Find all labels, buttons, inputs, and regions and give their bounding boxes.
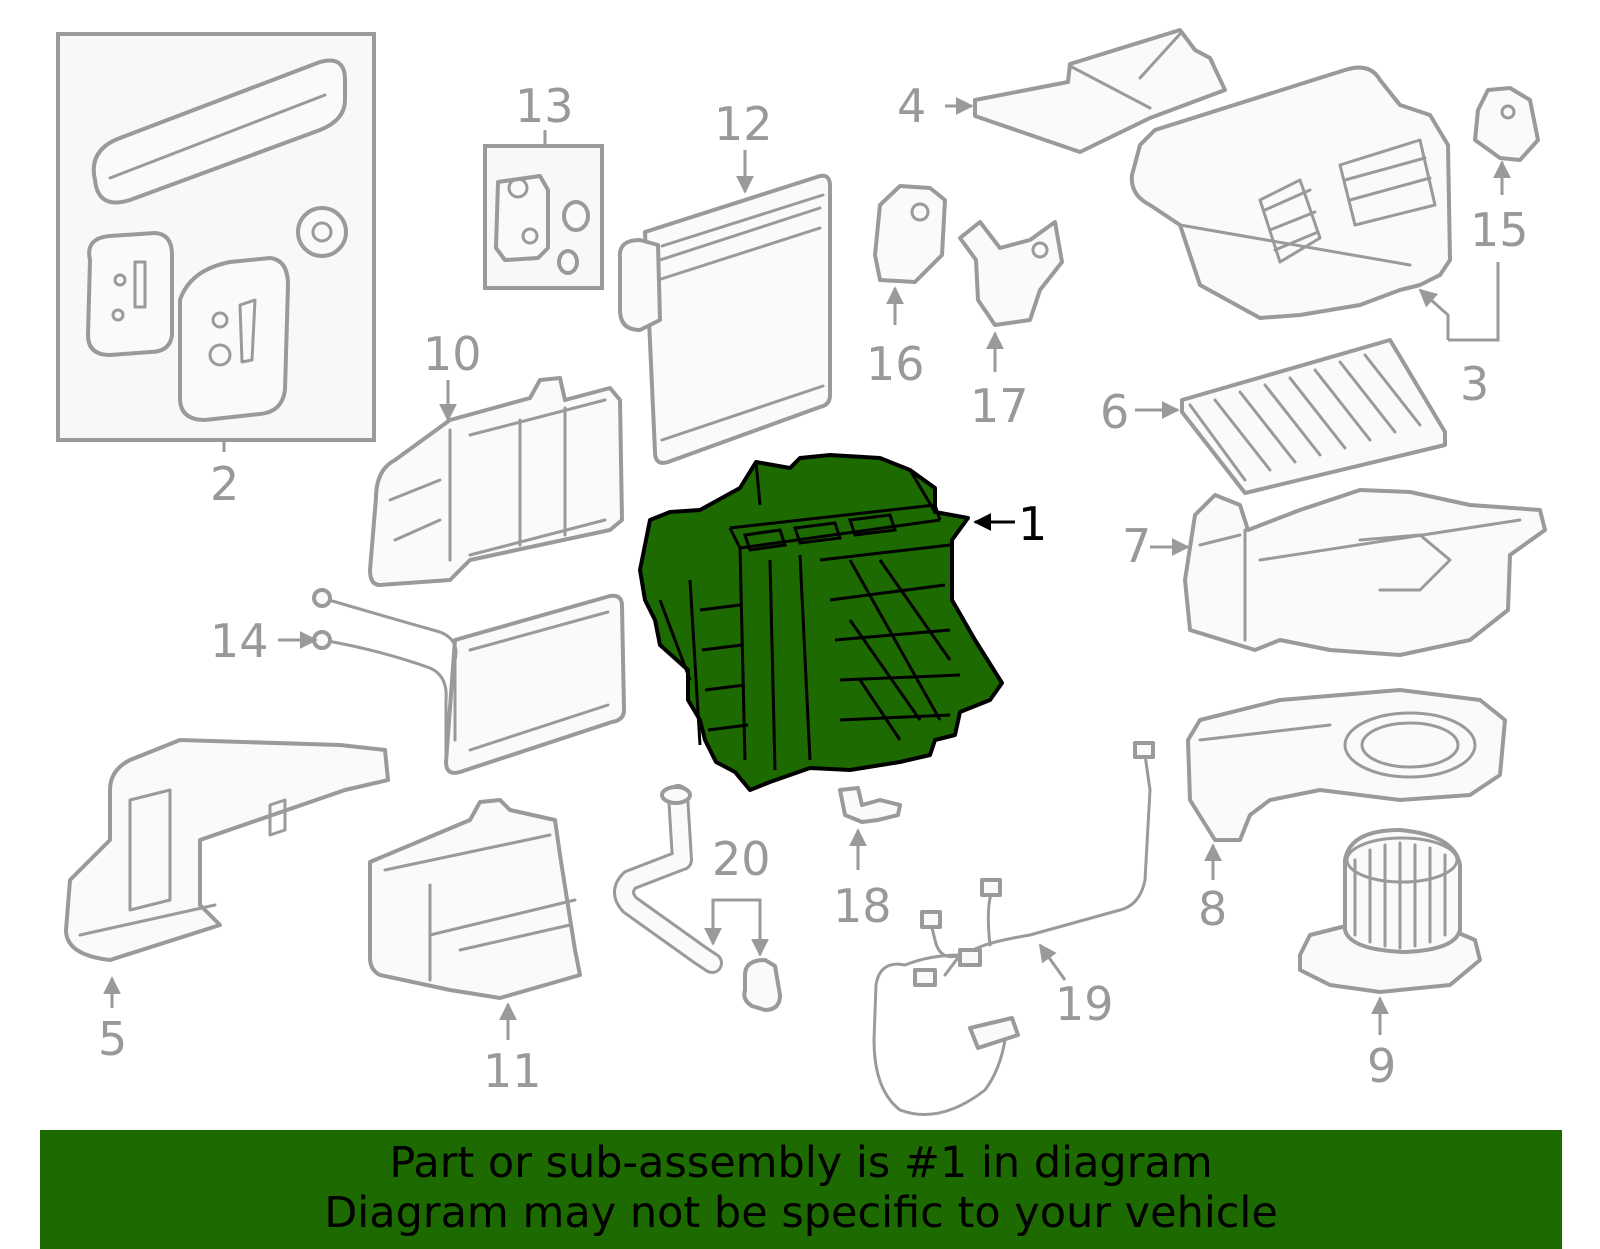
callout-12: 12 [714, 97, 773, 151]
part-11-case-lower[interactable] [368, 798, 582, 1040]
part-17-actuator[interactable] [958, 220, 1064, 372]
part-6-cabin-filter[interactable] [1135, 338, 1447, 495]
part-1-hvac-case[interactable] [638, 453, 1015, 792]
part-8-blower-scroll[interactable] [1186, 688, 1507, 880]
callout-16: 16 [866, 337, 925, 391]
part-16-actuator[interactable] [873, 184, 947, 325]
part-18-sensor[interactable] [838, 786, 902, 870]
part-3-blower-case[interactable] [1129, 65, 1500, 342]
callout-9: 9 [1367, 1039, 1396, 1093]
part-4-seal[interactable] [945, 28, 1227, 154]
callout-17: 17 [970, 379, 1029, 433]
callout-11: 11 [483, 1044, 542, 1098]
part-7-blower-housing[interactable] [1150, 488, 1547, 657]
banner-background [40, 1130, 1562, 1249]
part-15-bracket[interactable] [1473, 86, 1540, 195]
callout-15: 15 [1470, 203, 1529, 257]
callout-10: 10 [423, 327, 482, 381]
part-19-wiring-harness[interactable] [872, 741, 1155, 1116]
callout-2: 2 [210, 457, 239, 511]
banner-line-2: Diagram may not be specific to your vehi… [324, 1188, 1278, 1238]
callout-8: 8 [1198, 882, 1227, 936]
part-5-duct[interactable] [64, 738, 390, 1008]
callout-3: 3 [1460, 357, 1489, 411]
part-10-case-half[interactable] [368, 376, 624, 587]
part-20-drain-hose[interactable] [613, 784, 782, 1012]
info-banner: Part or sub-assembly is #1 in diagram Di… [40, 1130, 1562, 1249]
callout-13: 13 [515, 79, 574, 133]
callout-18: 18 [833, 879, 892, 933]
callout-7: 7 [1122, 519, 1151, 573]
part-13-expansion-valve[interactable] [483, 130, 604, 290]
callout-19: 19 [1055, 977, 1114, 1031]
callout-14: 14 [210, 614, 269, 668]
parts-diagram: 2 13 12 10 14 5 [56, 28, 1547, 1116]
callout-5: 5 [98, 1012, 127, 1066]
part-12-evaporator[interactable] [617, 150, 832, 465]
callout-20: 20 [712, 832, 771, 886]
part-14-heater-core[interactable] [278, 588, 626, 775]
callout-6: 6 [1100, 385, 1129, 439]
banner-line-1: Part or sub-assembly is #1 in diagram [389, 1138, 1213, 1188]
part-2-gasket-kit[interactable] [56, 32, 376, 452]
callout-1: 1 [1018, 497, 1047, 551]
part-9-blower-motor[interactable] [1298, 828, 1482, 1035]
callout-4: 4 [897, 79, 926, 133]
